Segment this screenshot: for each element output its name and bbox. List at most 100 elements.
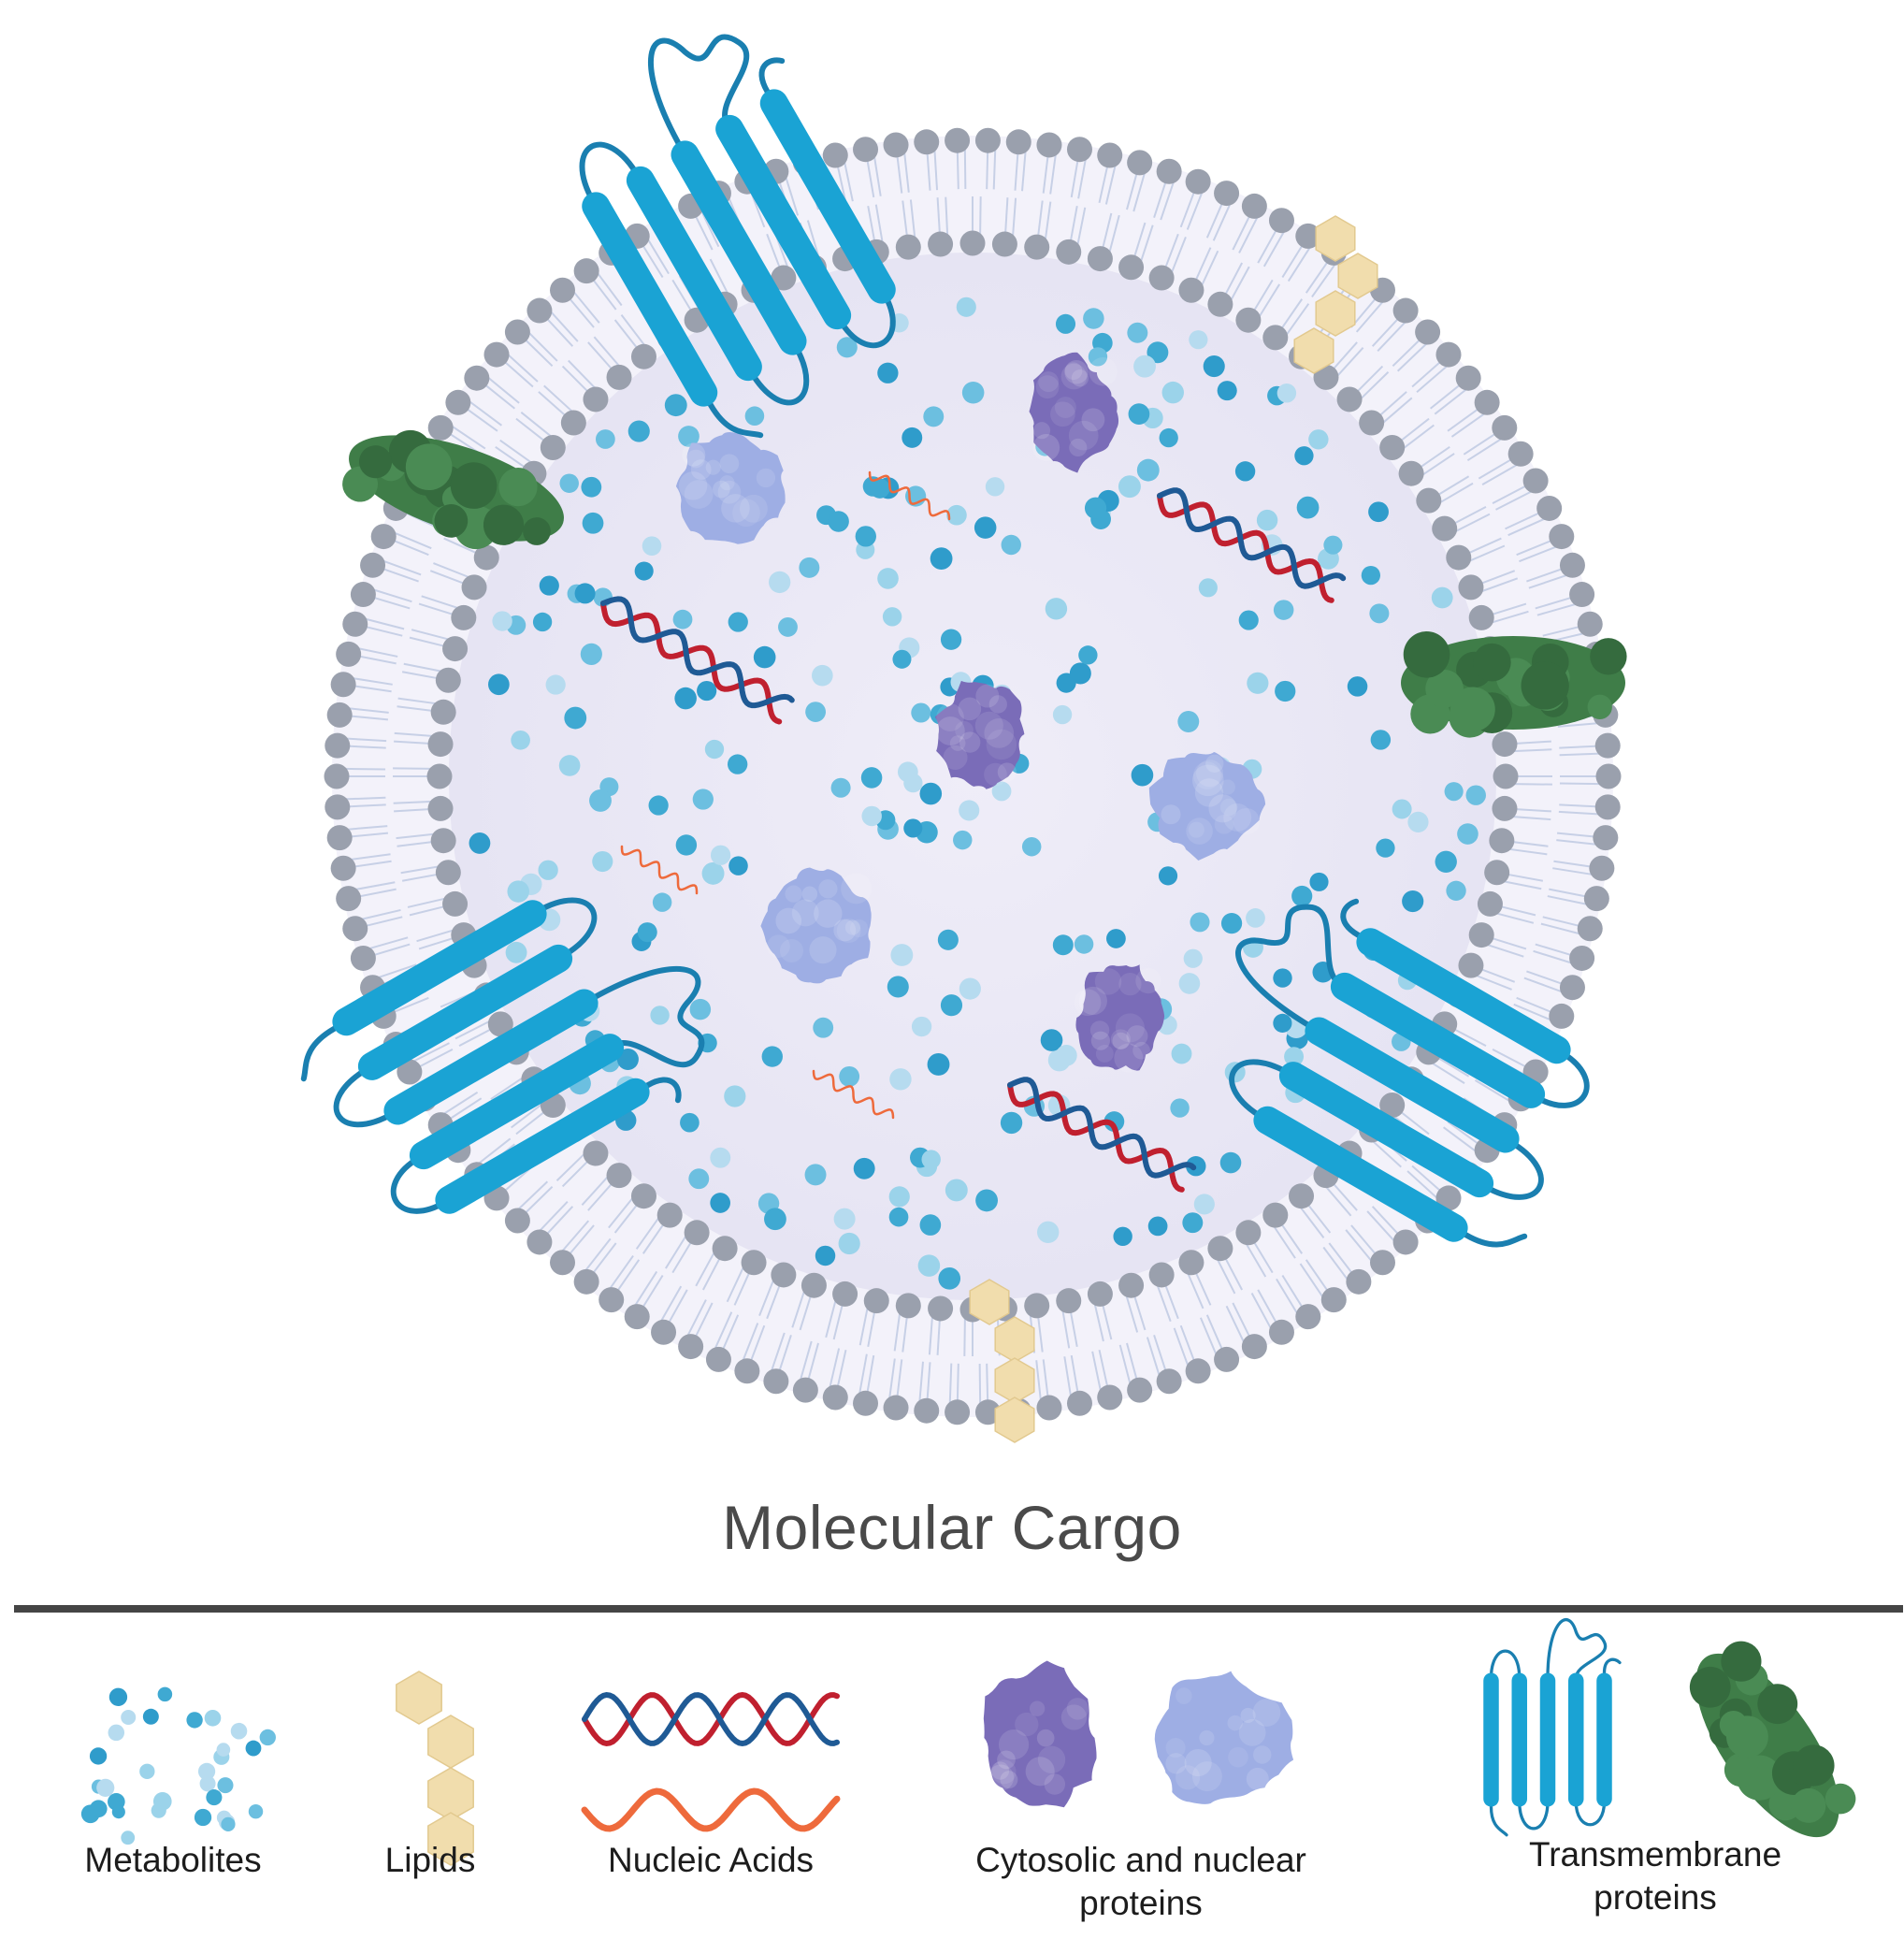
metabolite-dot	[259, 1729, 276, 1746]
lipid-tail-outer	[347, 715, 389, 721]
metabolite-particle	[1308, 429, 1329, 450]
lipid-tail-outer	[1523, 977, 1564, 993]
protein-texture	[1196, 760, 1224, 788]
protein-texture	[1126, 1025, 1148, 1048]
metabolite-dot	[199, 1775, 216, 1792]
lipid-tail-inner	[1003, 197, 1009, 238]
lipid-tail-outer	[1070, 156, 1080, 198]
lipid-tail-outer	[1350, 295, 1379, 328]
protein-texture	[1214, 814, 1234, 834]
lipid-tail-outer	[1104, 164, 1117, 205]
lipid-head-inner	[1056, 1288, 1082, 1314]
metabolite-particle	[538, 860, 558, 880]
lipid-tail-inner	[635, 1216, 660, 1250]
metabolite-particle	[919, 1214, 942, 1236]
lipid-tail-outer	[1049, 152, 1057, 195]
protein-texture	[1036, 1729, 1055, 1747]
protein-texture	[1089, 1020, 1110, 1040]
lipid-head-outer	[550, 1250, 576, 1276]
lipid-tail-inner	[401, 671, 441, 680]
lipid-tail-outer	[543, 315, 574, 347]
protein-texture	[1240, 1707, 1256, 1724]
lipid-tail-outer	[1406, 1170, 1439, 1200]
lipid-head-inner	[1148, 265, 1175, 291]
lipid-tail-inner	[1381, 397, 1413, 425]
lipid-tail-outer	[411, 1042, 450, 1064]
protein-texture	[1110, 1029, 1132, 1049]
lipid-tail-outer	[926, 149, 931, 191]
lipid-tail-outer	[1262, 230, 1286, 268]
protein-texture	[775, 907, 802, 934]
gpcr-protein-icon	[1483, 1618, 1622, 1837]
metabolite-particle	[648, 795, 669, 816]
lipid-head-inner	[1207, 1236, 1233, 1262]
protein-texture	[1191, 764, 1224, 797]
lipid-head-inner	[1178, 1250, 1204, 1276]
lipid-tail-inner	[726, 1266, 745, 1303]
metabolite-particle	[1001, 534, 1021, 556]
lipid-tail-inner	[1488, 602, 1527, 616]
lipid-tail-outer	[1118, 1344, 1132, 1385]
dna-helices	[600, 487, 1347, 1193]
lipid-head-inner	[1336, 386, 1363, 412]
lipid-tail-outer	[1345, 1229, 1373, 1263]
lipid-tail-inner	[1036, 200, 1044, 240]
lipid-tail-outer	[347, 707, 389, 714]
lipid-tail-outer	[1098, 162, 1109, 204]
protein-texture	[1000, 1771, 1018, 1789]
lipid-head-inner	[430, 699, 456, 725]
gpcr-helix	[1356, 928, 1571, 1064]
lipid-tail-outer	[1281, 241, 1305, 279]
protein-texture	[988, 1764, 1015, 1791]
lipid-tail-outer	[640, 241, 664, 279]
protein-texture	[1208, 794, 1237, 823]
metabolite-particle	[764, 1208, 786, 1231]
gpcr-loop	[648, 34, 750, 154]
protein-texture	[943, 745, 968, 770]
protein-texture	[841, 873, 872, 904]
metabolite-particle	[1203, 355, 1225, 378]
lipid-tail-inner	[1376, 391, 1407, 419]
metabolite-particle	[1159, 427, 1178, 448]
lipid-tail-inner	[799, 1292, 813, 1331]
transmembrane-complex-icon	[1689, 1641, 1856, 1838]
metabolite-particle	[1084, 497, 1107, 519]
lipid-head-outer	[1036, 132, 1062, 158]
lipid-tail-inner	[394, 731, 434, 738]
lipid-tail-inner	[1512, 748, 1552, 753]
lipid-tail-inner	[555, 1152, 586, 1181]
gpcr-loop	[1229, 1059, 1292, 1121]
metabolite-particle	[945, 1179, 968, 1202]
complex-texture	[1721, 1641, 1762, 1682]
globular-proteins	[675, 352, 1266, 1073]
nuclear-protein	[760, 867, 872, 984]
lipid-head-outer	[1369, 1250, 1395, 1276]
lipid-head-outer	[360, 552, 386, 578]
protein-texture	[936, 703, 964, 731]
gpcr-helix	[582, 192, 718, 407]
metabolite-particle	[674, 687, 697, 710]
metabolite-particle	[889, 1068, 912, 1091]
protein-texture	[1223, 803, 1252, 832]
metabolite-particle	[697, 680, 717, 702]
lipid-tail-inner	[1278, 1221, 1304, 1254]
lipid-tail-inner	[758, 1279, 775, 1316]
lipid-head-outer	[1569, 945, 1595, 971]
protein-body	[983, 1660, 1097, 1808]
protein-texture	[1165, 1738, 1186, 1758]
gpcr-helix	[1278, 1062, 1494, 1198]
lipid-head-outer	[853, 137, 879, 163]
lipid-tail-outer	[1305, 1259, 1331, 1295]
lipid-tail-inner	[1371, 1139, 1402, 1168]
lipid-tail-outer	[1042, 152, 1049, 194]
protein-texture	[1186, 818, 1213, 845]
complex-texture	[1793, 1744, 1835, 1787]
lipid-head-outer	[325, 732, 351, 759]
metabolite-particle	[627, 420, 650, 442]
metabolite-particle	[919, 782, 943, 805]
lipid-tail-outer	[1199, 1317, 1218, 1356]
lipid-tail-outer	[1542, 625, 1583, 637]
legend-divider	[14, 1605, 1903, 1613]
lipid-tail-outer	[1070, 1354, 1080, 1396]
lipid-tail-inner	[561, 365, 591, 395]
